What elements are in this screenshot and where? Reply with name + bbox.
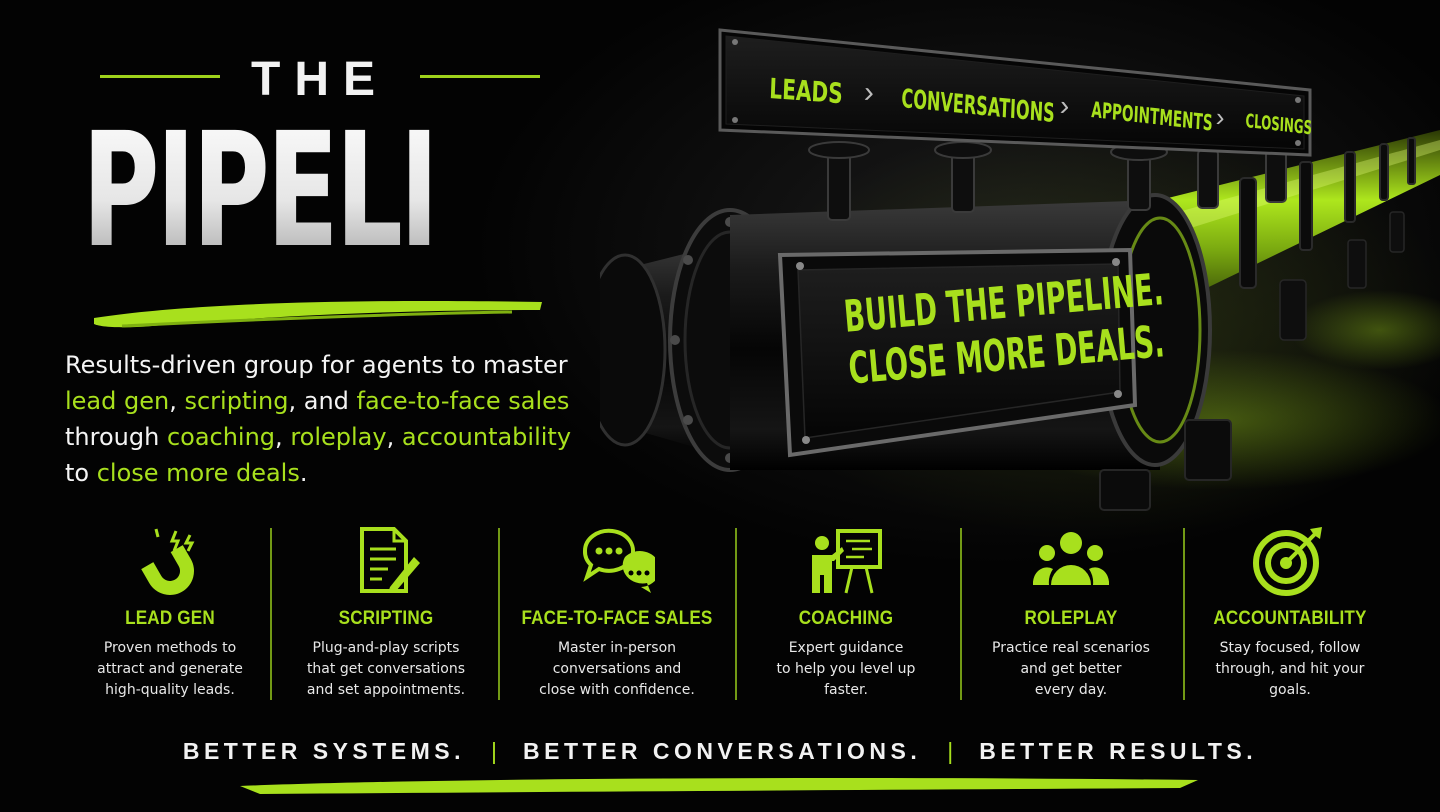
- intro-line-3: through coaching, roleplay, accountabili…: [65, 419, 605, 455]
- magnet-icon: [141, 528, 195, 595]
- script-document-icon: [360, 527, 420, 593]
- feature-title: SCRIPTING: [338, 608, 434, 629]
- brush-stroke-underline: [94, 300, 542, 328]
- page-title: PIPELINE: [82, 96, 593, 286]
- chevron-right-icon: ›: [1058, 89, 1071, 122]
- intro-hl-scripting: scripting: [184, 387, 289, 415]
- tagline-systems: BETTER SYSTEMS.: [182, 738, 466, 764]
- feature-roleplay: ROLEPLAY Practice real scenarios and get…: [956, 520, 1186, 710]
- pipeline-stages: LEADS › CONVERSATIONS › APPOINTMENTS › C…: [760, 66, 1320, 146]
- tagline-separator: |: [947, 738, 954, 764]
- stage-leads: LEADS: [768, 72, 844, 111]
- divider: [960, 528, 962, 700]
- chevron-right-icon: ›: [1214, 101, 1226, 133]
- intro-text: , and: [288, 387, 357, 415]
- feature-title: COACHING: [798, 608, 894, 629]
- intro-hl-face-to-face: face-to-face sales: [356, 387, 570, 415]
- presentation-board-icon: [812, 529, 882, 594]
- intro-hl-accountability: accountability: [401, 423, 572, 451]
- intro-paragraph: Results-driven group for agents to maste…: [65, 347, 605, 491]
- intro-text: through: [65, 423, 167, 451]
- intro-text: to: [65, 459, 97, 487]
- features-row: LEAD GEN Proven methods to attract and g…: [45, 520, 1405, 710]
- intro-hl-roleplay: roleplay: [290, 423, 387, 451]
- chat-bubbles-icon: [582, 528, 655, 593]
- feature-title: ACCOUNTABILITY: [1213, 608, 1367, 629]
- title-small-row: THE: [100, 52, 540, 106]
- stage-sign-board: [718, 28, 1312, 157]
- target-arrow-icon: [1253, 527, 1322, 596]
- intro-text: ,: [386, 423, 402, 451]
- stage-closings: CLOSINGS: [1245, 110, 1313, 140]
- intro-hl-coaching: coaching: [166, 423, 276, 451]
- bottom-brush-stroke: [240, 778, 1198, 794]
- title-rule-left: [100, 75, 220, 78]
- feature-description: Master in-person conversations and close…: [539, 640, 695, 698]
- title-rule-right: [420, 75, 540, 78]
- stage-conversations: CONVERSATIONS: [900, 84, 1056, 130]
- feature-face-to-face-sales: FACE-TO-FACE SALES Master in-person conv…: [502, 520, 732, 710]
- feature-title: FACE-TO-FACE SALES: [521, 608, 713, 629]
- feature-accountability: ACCOUNTABILITY Stay focused, follow thro…: [1175, 520, 1405, 710]
- intro-line-1: Results-driven group for agents to maste…: [65, 351, 568, 379]
- feature-lead-gen: LEAD GEN Proven methods to attract and g…: [55, 520, 285, 710]
- feature-description: Plug-and-play scripts that get conversat…: [306, 640, 466, 698]
- feature-coaching: COACHING Expert guidance to help you lev…: [731, 520, 961, 710]
- intro-text: ,: [169, 387, 185, 415]
- feature-description: Stay focused, follow through, and hit yo…: [1215, 640, 1365, 698]
- intro-hl-lead-gen: lead gen: [65, 387, 170, 415]
- intro-text: ,: [275, 423, 291, 451]
- pipeline-illustration: [600, 28, 1440, 511]
- tagline-conversations: BETTER CONVERSATIONS.: [523, 738, 922, 764]
- feature-title: ROLEPLAY: [1024, 608, 1118, 629]
- divider: [498, 528, 500, 700]
- group-people-icon: [1033, 532, 1109, 585]
- title-small: THE: [251, 53, 389, 106]
- stage-appointments: APPOINTMENTS: [1090, 98, 1214, 137]
- intro-hl-close-deals: close more deals: [96, 459, 300, 487]
- chevron-right-icon: ›: [863, 75, 875, 110]
- divider: [270, 528, 272, 700]
- feature-description: Expert guidance to help you level up fas…: [776, 640, 916, 698]
- feature-description: Proven methods to attract and generate h…: [97, 640, 243, 698]
- feature-title: LEAD GEN: [125, 608, 215, 629]
- feature-description: Practice real scenarios and get better e…: [992, 640, 1150, 698]
- intro-line-4: to close more deals.: [65, 455, 605, 491]
- divider: [1183, 528, 1185, 700]
- divider: [735, 528, 737, 700]
- intro-text: .: [299, 459, 308, 487]
- front-sign-plate: [777, 247, 1138, 458]
- feature-scripting: SCRIPTING Plug-and-play scripts that get…: [271, 520, 501, 710]
- tagline-separator: |: [491, 738, 498, 764]
- tagline: BETTER SYSTEMS. | BETTER CONVERSATIONS. | BE…: [0, 738, 1440, 765]
- intro-line-2: lead gen, scripting, and face-to-face sa…: [65, 383, 605, 419]
- tagline-results: BETTER RESULTS.: [979, 738, 1258, 764]
